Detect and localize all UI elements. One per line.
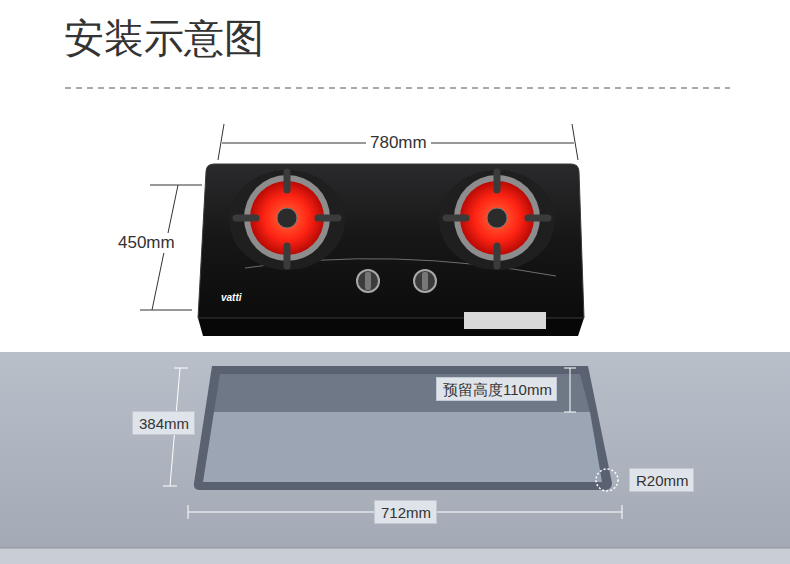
page-title: 安装示意图 xyxy=(64,14,264,62)
dimension-label: 780mm xyxy=(366,133,431,153)
gas-stove xyxy=(198,164,584,336)
countertop-edge xyxy=(0,548,790,564)
cutout-hole xyxy=(194,366,612,490)
countertop xyxy=(0,352,790,548)
dimension-text: 预留高度110mm xyxy=(443,381,550,399)
height-dimension xyxy=(564,368,576,412)
dimension-text: 384mm xyxy=(139,415,188,433)
width-dimension xyxy=(218,124,578,160)
dimension-text: R20mm xyxy=(636,472,687,490)
dimension-label: 450mm xyxy=(114,233,179,253)
dimension-box: 384mm xyxy=(132,411,195,435)
brand-logo: vatti xyxy=(217,292,246,303)
dimension-box: 预留高度110mm xyxy=(436,377,557,401)
radius-marker xyxy=(596,469,618,491)
dimension-box: 712mm xyxy=(374,500,437,524)
dimension-text: 712mm xyxy=(381,504,430,522)
dimension-box: R20mm xyxy=(629,468,694,492)
dashed-rule xyxy=(65,88,730,89)
